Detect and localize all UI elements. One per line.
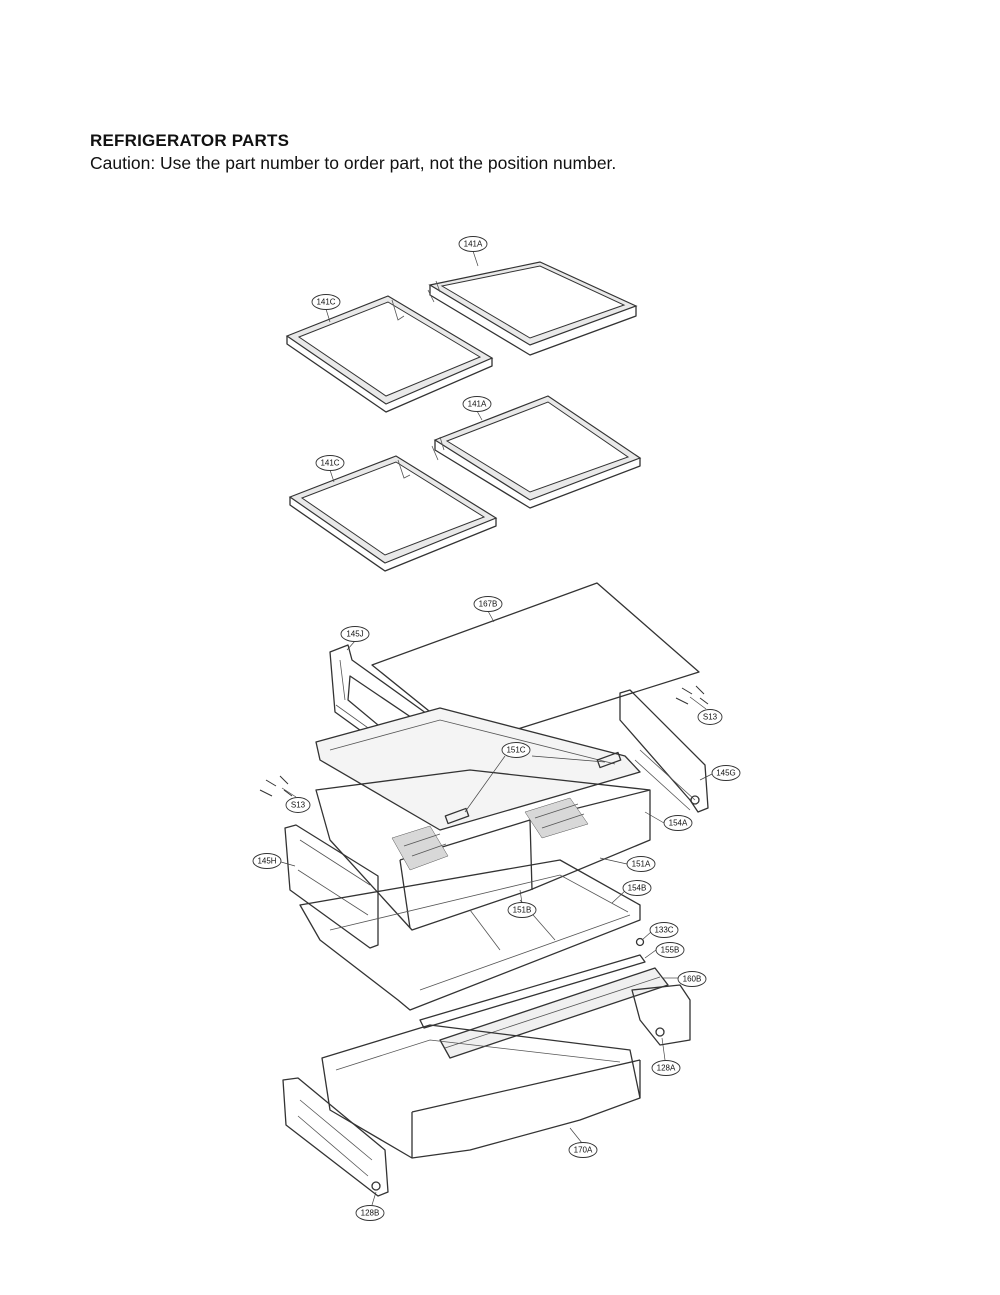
svg-text:141C: 141C (316, 298, 335, 307)
shelf-141C-mid (288, 455, 498, 572)
handle-160B (439, 967, 669, 1059)
svg-text:151A: 151A (632, 860, 651, 869)
callout-155B: 155B (655, 942, 685, 958)
callout-151A: 151A (626, 856, 656, 872)
bracket-128B (282, 1077, 389, 1197)
callout-141C-mid: 141C (315, 455, 345, 471)
svg-text:133C: 133C (654, 926, 673, 935)
svg-text:141A: 141A (468, 400, 487, 409)
callout-145J: 145J (340, 626, 370, 642)
callout-167B: 167B (473, 596, 503, 612)
bracket-128A (631, 984, 691, 1046)
leader-lines (280, 250, 713, 1206)
callout-151B: 151B (507, 902, 537, 918)
page-title: REFRIGERATOR PARTS (90, 131, 290, 150)
crisper-cover-154A (315, 707, 641, 831)
shelf-141C-top (285, 295, 494, 413)
caution-note: Caution: Use the part number to order pa… (90, 153, 617, 173)
callout-128B: 128B (355, 1205, 385, 1221)
callout-145G: 145G (711, 765, 741, 781)
shelf-141A-mid (431, 395, 642, 509)
callout-160B: 160B (677, 971, 707, 987)
callout-154A: 154A (663, 815, 693, 831)
callout-141A-mid: 141A (462, 396, 492, 412)
callout-128A: 128A (651, 1060, 681, 1076)
svg-text:160B: 160B (683, 975, 702, 984)
screws-S13-right (675, 685, 709, 705)
bracket-145H (284, 824, 379, 949)
svg-text:128B: 128B (361, 1209, 380, 1218)
shelf-141A-top (427, 261, 638, 356)
svg-text:151B: 151B (513, 906, 532, 915)
rail-155B (419, 937, 646, 1029)
screws-S13-left (259, 775, 293, 797)
svg-text:141C: 141C (320, 459, 339, 468)
callout-151C: 151C (501, 742, 531, 758)
callout-154B: 154B (622, 880, 652, 896)
svg-text:145G: 145G (716, 769, 736, 778)
pantry-drawer-170A (321, 1024, 641, 1159)
callout-141C-top: 141C (311, 294, 341, 310)
svg-text:S13: S13 (703, 713, 718, 722)
callout-S13-left: S13 (285, 797, 311, 813)
svg-text:170A: 170A (574, 1146, 593, 1155)
svg-text:151C: 151C (506, 746, 525, 755)
svg-text:167B: 167B (479, 600, 498, 609)
svg-text:155B: 155B (661, 946, 680, 955)
crisper-drawers-151A-151B (315, 769, 651, 931)
svg-text:154A: 154A (669, 819, 688, 828)
svg-text:141A: 141A (464, 240, 483, 249)
callout-170A: 170A (568, 1142, 598, 1158)
svg-text:S13: S13 (291, 801, 306, 810)
svg-text:154B: 154B (628, 884, 647, 893)
bracket-145G (619, 689, 709, 813)
callout-145H: 145H (252, 853, 282, 869)
svg-text:128A: 128A (657, 1064, 676, 1073)
svg-text:145H: 145H (257, 857, 276, 866)
callout-S13-right: S13 (697, 709, 723, 725)
svg-text:145J: 145J (346, 630, 363, 639)
callout-133C: 133C (649, 922, 679, 938)
callout-141A-top: 141A (458, 236, 488, 252)
